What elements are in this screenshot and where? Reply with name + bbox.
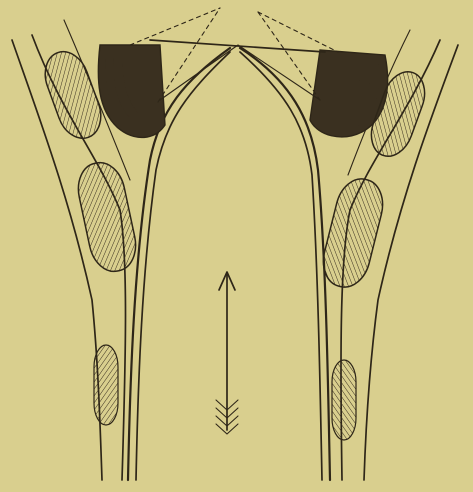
valve-closure-lines [150, 40, 325, 100]
arrow-up-icon [216, 272, 238, 434]
left-cell-3 [94, 345, 118, 425]
left-valve-flap [98, 45, 165, 137]
left-cell-1 [38, 46, 108, 145]
right-cell-2 [317, 174, 388, 292]
left-cell-2 [73, 158, 141, 275]
right-cell-3 [332, 360, 356, 440]
